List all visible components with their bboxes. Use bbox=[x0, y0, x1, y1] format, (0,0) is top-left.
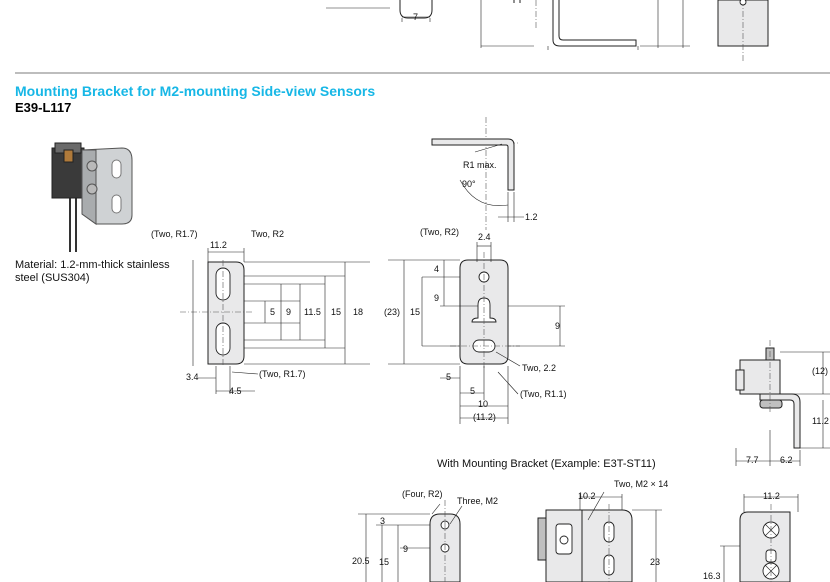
assembly-dim-9: 9 bbox=[403, 544, 409, 554]
assembly-thread: Two, M2 × 14 bbox=[614, 479, 669, 489]
rear-bottom-5a: 5 bbox=[446, 372, 452, 382]
assembly-middle-drawing bbox=[537, 491, 662, 582]
angle-label: 90° bbox=[462, 179, 476, 189]
rear-top-width: 2.4 bbox=[478, 232, 491, 242]
side-profile-drawing bbox=[431, 117, 524, 230]
front-bottom-b: 4.5 bbox=[229, 386, 242, 396]
fragment-dim: 7 bbox=[413, 12, 419, 22]
side-dim-6-2: 6.2 bbox=[780, 455, 793, 465]
front-top-right-note: Two, R2 bbox=[251, 229, 285, 239]
assembly-side-drawing bbox=[720, 494, 799, 582]
previous-section-fragment bbox=[326, 0, 769, 62]
side-assembly-drawing bbox=[735, 340, 830, 466]
front-top-left-note: (Two, R1.7) bbox=[151, 229, 198, 239]
assembly-dim-15: 15 bbox=[379, 557, 390, 567]
front-bottom-a: 3.4 bbox=[186, 372, 199, 382]
rear-bottom-11-2: (11.2) bbox=[473, 412, 496, 422]
rear-note-a: Two, 2.2 bbox=[522, 363, 557, 373]
model-number: E39-L117 bbox=[15, 100, 72, 115]
side-dim-11-2: 11.2 bbox=[812, 416, 829, 426]
assembly-top-left-note: (Four, R2) bbox=[402, 489, 443, 499]
assembly-dim-3: 3 bbox=[380, 516, 386, 526]
assembly-caption: With Mounting Bracket (Example: E3T-ST11… bbox=[437, 458, 656, 470]
rear-dim-9: 9 bbox=[434, 293, 440, 303]
rear-note-b: (Two, R1.1) bbox=[520, 389, 567, 399]
front-bottom-note: (Two, R1.7) bbox=[259, 369, 306, 379]
front-dim-11-5: 11.5 bbox=[304, 307, 321, 317]
rear-dim-15: 15 bbox=[410, 307, 421, 317]
rear-bottom-10: 10 bbox=[478, 399, 489, 409]
assembly-dim-20-5: 20.5 bbox=[352, 556, 370, 566]
front-dim-9: 9 bbox=[286, 307, 292, 317]
assembly-side-width: 11.2 bbox=[763, 491, 780, 501]
assembly-top-right-note: Three, M2 bbox=[457, 496, 499, 506]
rear-top-note: (Two, R2) bbox=[420, 227, 460, 237]
rear-bottom-5b: 5 bbox=[470, 386, 476, 396]
front-dim-15: 15 bbox=[331, 307, 342, 317]
side-dim-12: (12) bbox=[812, 366, 829, 376]
section-title: Mounting Bracket for M2-mounting Side-vi… bbox=[15, 83, 376, 99]
rear-dim-23: (23) bbox=[384, 307, 401, 317]
assembly-side-dim: 16.3 bbox=[703, 571, 721, 581]
rear-view-drawing bbox=[388, 242, 565, 424]
front-width: 11.2 bbox=[210, 240, 227, 250]
side-dim-7-7: 7.7 bbox=[746, 455, 759, 465]
thickness-label: 1.2 bbox=[525, 212, 538, 222]
material-note: Material: 1.2-mm-thick stainless steel (… bbox=[15, 259, 170, 284]
assembly-right-dim: 23 bbox=[650, 557, 661, 567]
front-view-drawing bbox=[180, 248, 370, 394]
product-photo bbox=[51, 142, 133, 252]
assembly-top-width: 10.2 bbox=[578, 491, 596, 501]
assembly-front-drawing bbox=[358, 500, 463, 582]
rear-dim-4: 4 bbox=[434, 264, 440, 274]
radius-label: R1 max. bbox=[463, 160, 497, 170]
section-divider bbox=[15, 72, 830, 74]
front-dim-18: 18 bbox=[353, 307, 364, 317]
front-dim-5: 5 bbox=[270, 307, 276, 317]
rear-right-dim: 9 bbox=[555, 321, 561, 331]
